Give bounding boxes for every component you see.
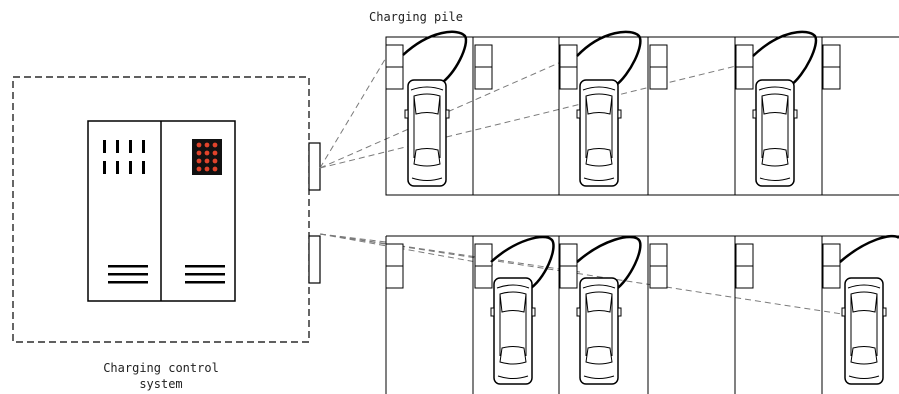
charging-cable-icon	[402, 30, 818, 88]
charging-cabinet-icon	[87, 120, 236, 302]
indicator-panel	[192, 139, 222, 175]
vent-bars	[103, 140, 145, 174]
control-system-label-line2: system	[139, 377, 182, 391]
connector-bottom	[308, 235, 321, 284]
car-icon	[404, 79, 450, 187]
car-icon	[576, 79, 622, 187]
car-icon	[752, 79, 798, 187]
charging-cable-icon	[490, 234, 899, 292]
car-icon	[576, 277, 622, 385]
control-system-label-line1: Charging control	[103, 361, 219, 375]
car-icon	[490, 277, 536, 385]
parking-row-bottom	[385, 234, 899, 394]
car-icon	[841, 277, 887, 385]
bottom-vents	[108, 265, 225, 284]
charging-control-system	[12, 76, 321, 343]
connector-top	[308, 142, 321, 191]
control-system-boundary	[12, 76, 310, 343]
parking-row-top	[385, 30, 899, 196]
charging-pile-label: Charging pile	[369, 10, 463, 24]
